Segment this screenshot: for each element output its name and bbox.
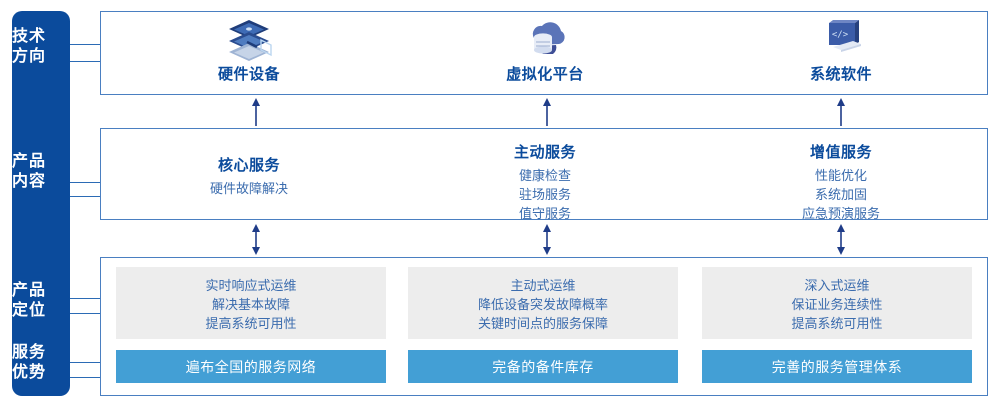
position-line: 保证业务连续性 xyxy=(791,297,883,312)
content-cell-proactive-service[interactable]: 主动服务 健康检查 驻场服务 值守服务 xyxy=(397,129,693,221)
content-line: 硬件故障解决 xyxy=(209,181,288,196)
tech-title: 系统软件 xyxy=(809,66,872,83)
content-cell-value-added-service[interactable]: 增值服务 性能优化 系统加固 应急预演服务 xyxy=(693,129,989,221)
arrow-double-proactive xyxy=(543,224,551,255)
position-line: 实时响应式运维 xyxy=(205,278,297,293)
connector-tech-1 xyxy=(70,44,100,45)
sidebar-item-service-advantage[interactable]: 服务 优势 xyxy=(0,343,58,383)
content-line: 系统加固 xyxy=(814,187,867,202)
sidebar-item-product-position[interactable]: 产品 定位 xyxy=(0,281,58,321)
content-cell-core-service[interactable]: 核心服务 硬件故障解决 xyxy=(101,129,397,221)
position-line: 主动式运维 xyxy=(510,278,576,293)
arrow-double-value-added xyxy=(837,224,845,255)
sidebar-label-line2: 优势 xyxy=(11,364,46,381)
position-box-proactive[interactable]: 主动式运维 降低设备突发故障概率 关键时间点的服务保障 xyxy=(408,267,678,339)
arrow-up-system-software xyxy=(837,98,845,126)
advantage-bar-management[interactable]: 完善的服务管理体系 xyxy=(702,350,972,383)
cloud-database-icon xyxy=(532,22,565,54)
arrow-up-virtualization xyxy=(543,98,551,126)
connector-content-2 xyxy=(70,196,100,197)
connector-advantage-1 xyxy=(70,362,100,363)
position-line: 提高系统可用性 xyxy=(791,316,883,331)
advantage-bar-network[interactable]: 遍布全国的服务网络 xyxy=(116,350,386,383)
content-line: 值守服务 xyxy=(518,206,571,221)
product-position-advantage-panel: 实时响应式运维 解决基本故障 提高系统可用性 主动式运维 降低设备突发故障概率 … xyxy=(100,257,988,396)
connector-position-2 xyxy=(70,313,100,314)
sidebar-item-tech-direction[interactable]: 技术 方向 xyxy=(0,27,58,67)
position-line: 深入式运维 xyxy=(804,278,870,293)
advantage-bar-label: 完善的服务管理体系 xyxy=(771,358,903,375)
tech-direction-panel: 硬件设备 虚拟化平台 </> 系统软件 xyxy=(100,11,988,95)
connector-content-1 xyxy=(70,182,100,183)
content-title: 主动服务 xyxy=(513,144,576,161)
server-stack-icon xyxy=(229,20,272,61)
position-line: 提高系统可用性 xyxy=(205,316,297,331)
product-content-panel: 核心服务 硬件故障解决 主动服务 健康检查 驻场服务 值守服务 增值服务 性能优… xyxy=(100,128,989,221)
connector-tech-2 xyxy=(70,61,100,62)
sidebar-label-line1: 服务 xyxy=(11,344,46,361)
advantage-bar-spare-parts[interactable]: 完备的备件库存 xyxy=(408,350,678,383)
advantage-bar-label: 完备的备件库存 xyxy=(492,358,594,375)
arrow-up-hardware xyxy=(252,98,260,126)
position-line: 降低设备突发故障概率 xyxy=(477,297,608,312)
tech-cell-virtualization[interactable]: 虚拟化平台 xyxy=(397,12,693,96)
code-window-icon: </> xyxy=(829,20,861,52)
content-line: 性能优化 xyxy=(814,168,867,183)
tech-cell-hardware[interactable]: 硬件设备 xyxy=(101,12,397,96)
content-title: 核心服务 xyxy=(217,157,280,174)
tech-cell-system-software[interactable]: </> 系统软件 xyxy=(693,12,989,96)
svg-text:</>: </> xyxy=(832,30,849,40)
position-box-realtime[interactable]: 实时响应式运维 解决基本故障 提高系统可用性 xyxy=(116,267,386,339)
connector-position-1 xyxy=(70,298,100,299)
position-box-deep[interactable]: 深入式运维 保证业务连续性 提高系统可用性 xyxy=(702,267,972,339)
content-line: 驻场服务 xyxy=(518,187,571,202)
sidebar-label-line2: 方向 xyxy=(11,48,46,65)
sidebar-label-line1: 技术 xyxy=(11,28,46,45)
sidebar-label-line2: 定位 xyxy=(11,302,46,319)
sidebar xyxy=(12,11,70,396)
connector-advantage-2 xyxy=(70,377,100,378)
arrow-double-core xyxy=(252,224,260,255)
tech-title: 虚拟化平台 xyxy=(506,66,584,83)
tech-title: 硬件设备 xyxy=(217,66,280,83)
advantage-bar-label: 遍布全国的服务网络 xyxy=(185,358,317,375)
sidebar-item-product-content[interactable]: 产品 内容 xyxy=(0,152,58,192)
content-line: 应急预演服务 xyxy=(801,206,880,221)
content-line: 健康检查 xyxy=(518,168,571,183)
sidebar-label-line2: 内容 xyxy=(11,173,46,190)
sidebar-label-line1: 产品 xyxy=(11,282,46,299)
sidebar-label-line1: 产品 xyxy=(11,153,46,170)
content-title: 增值服务 xyxy=(809,144,872,161)
position-line: 关键时间点的服务保障 xyxy=(477,316,608,331)
position-line: 解决基本故障 xyxy=(211,297,290,312)
